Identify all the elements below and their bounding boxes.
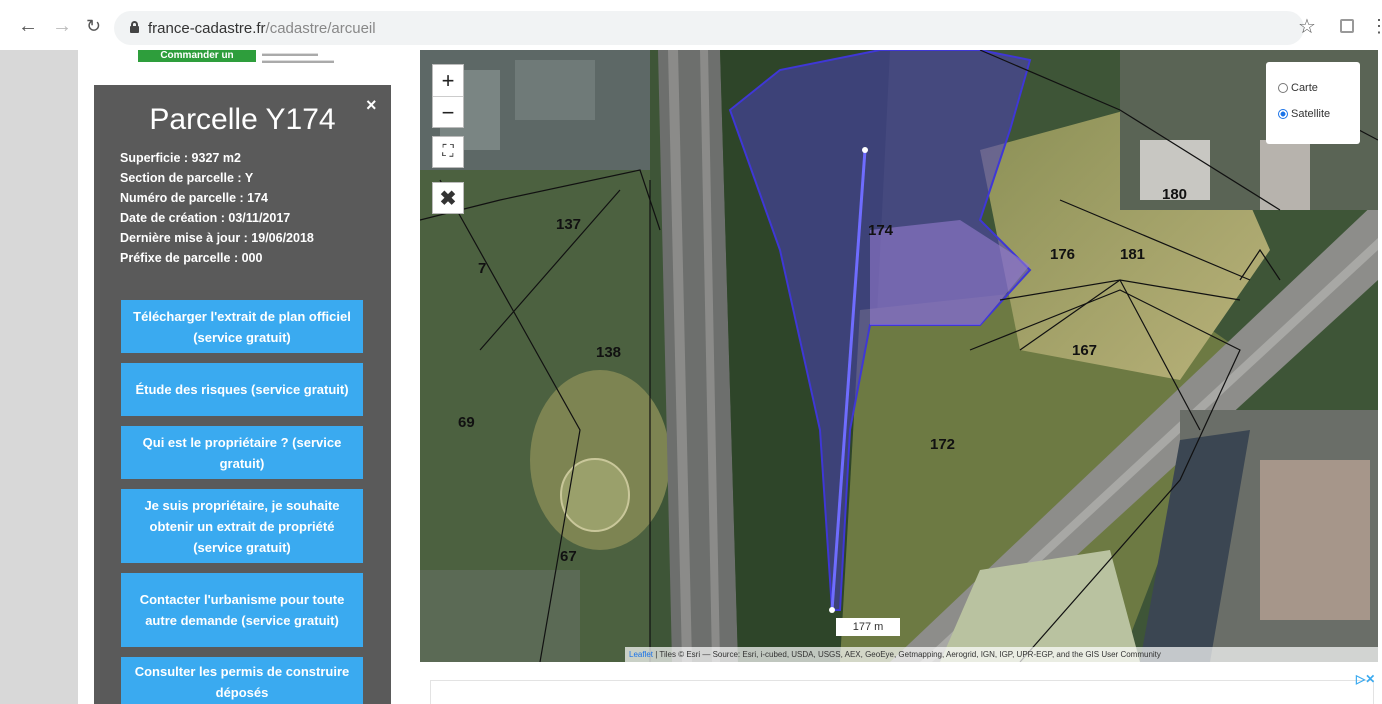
risk-study-button[interactable]: Étude des risques (service gratuit) [121,363,363,416]
parcel-label[interactable]: 176 [1050,246,1076,263]
zoom-out-button[interactable]: − [441,100,455,125]
parcel-label[interactable]: 137 [556,216,582,233]
leaflet-link[interactable]: Leaflet [629,650,654,659]
owner-lookup-button[interactable]: Qui est le propriétaire ? (service gratu… [121,426,363,479]
reset-view-icon[interactable]: ✖ [432,182,464,214]
contact-urbanism-button[interactable]: Contacter l'urbanisme pour toute autre d… [121,573,363,647]
download-plan-button[interactable]: Télécharger l'extrait de plan officiel (… [121,300,363,353]
layer-label: Satellite [1291,108,1331,120]
browser-toolbar: ← → ↻ france-cadastre.fr/cadastre/arcuei… [0,0,1382,50]
info-created: Date de création : 03/11/2017 [120,211,291,225]
zoom-in-button[interactable]: + [433,65,463,97]
radio-icon[interactable] [1278,83,1288,93]
reload-icon[interactable]: ↻ [86,16,102,36]
fullscreen-icon[interactable]: ⛶ [432,136,464,168]
back-arrow-icon[interactable]: ← [18,15,38,37]
layer-switcher: Carte Satellite [1266,62,1360,144]
parcel-label[interactable]: 174 [868,222,894,239]
parcel-label[interactable]: 172 [930,436,956,453]
parcel-label[interactable]: 69 [458,414,475,431]
parcel-info: Superficie : 9327 m2 Section de parcelle… [120,148,314,268]
extension-icon[interactable] [1340,19,1354,33]
menu-icon[interactable]: ⋮ [1370,16,1382,36]
bookmark-star-icon[interactable]: ☆ [1298,16,1316,38]
parcel-label[interactable]: 167 [1072,342,1098,359]
url-text: france-cadastre.fr/cadastre/arcueil [148,20,376,37]
radio-checked-icon[interactable] [1278,109,1288,119]
info-section: Section de parcelle : Y [120,171,254,185]
info-updated: Dernière mise à jour : 19/06/2018 [120,231,314,245]
forward-arrow-icon[interactable]: → [52,15,72,37]
parcel-label[interactable]: 180 [1162,186,1188,203]
layer-label: Carte [1291,82,1318,94]
page-gutter [0,50,78,704]
attribution-text: | Tiles © Esri — Source: Esri, i-cubed, … [653,650,1161,659]
ad-banner[interactable] [430,680,1374,704]
parcel-title: Parcelle Y174 [149,103,336,136]
url-domain: france-cadastre.fr [148,20,266,37]
layer-option-carte[interactable]: Carte [1278,82,1318,94]
info-area: Superficie : 9327 m2 [120,151,241,165]
layer-option-satellite[interactable]: Satellite [1278,108,1330,120]
owner-extract-button[interactable]: Je suis propriétaire, je souhaite obteni… [121,489,363,563]
parcel-label[interactable]: 181 [1120,246,1146,263]
close-icon[interactable]: × [366,95,377,115]
site-logo[interactable]: Commander un [138,50,256,62]
parcel-label[interactable]: 7 [478,260,487,277]
zoom-control: + − [432,64,464,128]
logo-tagline-icon: ▬▬▬▬▬▬▬▬▬▬▬▬▬▬▬▬ [262,49,334,65]
parcel-label[interactable]: 67 [560,548,577,565]
lock-icon [130,21,139,33]
parcel-label[interactable]: 138 [596,344,622,361]
address-bar[interactable]: france-cadastre.fr/cadastre/arcueil [114,11,1304,45]
cadastre-map[interactable]: 174 176 181 167 172 137 138 7 69 67 180 … [420,50,1378,662]
ad-choices-icon[interactable]: ▷✕ [1356,672,1376,686]
building-permits-button[interactable]: Consulter les permis de construire dépos… [121,657,363,704]
map-attribution: Leaflet | Tiles © Esri — Source: Esri, i… [625,647,1378,662]
info-number: Numéro de parcelle : 174 [120,191,268,205]
satellite-imagery [420,50,1378,662]
parcel-panel: × Parcelle Y174 Superficie : 9327 m2 Sec… [94,85,391,704]
measure-label: 177 m [836,618,900,636]
info-prefix: Préfixe de parcelle : 000 [120,251,263,265]
url-path: /cadastre/arcueil [265,20,376,37]
